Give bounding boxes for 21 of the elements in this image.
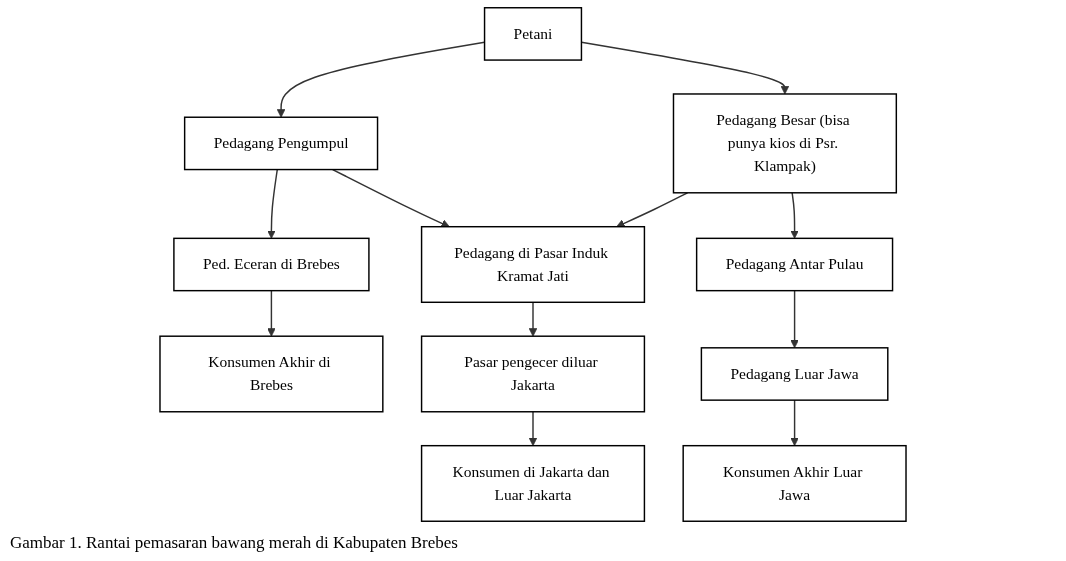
node-box: Pedagang Antar Pulau (695, 237, 894, 292)
arrow (616, 192, 689, 228)
node-box: Pedagang di Pasar Induk Kramat Jati (420, 226, 646, 303)
arrow (790, 399, 799, 447)
node-box: Pasar pengecer diluar Jakarta (420, 335, 646, 413)
arrow (267, 168, 278, 239)
node-box: Petani (483, 7, 583, 61)
node-box: Pedagang Luar Jawa (700, 347, 889, 401)
arrow (790, 289, 799, 349)
arrow (790, 192, 799, 239)
node-box: Konsumen di Jakarta dan Luar Jakarta (420, 444, 646, 522)
node-box: Pedagang Besar (bisa punya kios di Psr. Klampak) (672, 93, 898, 194)
node-box: Pedagang Pengumpul (183, 116, 379, 171)
node-box: Konsumen Akhir Luar Jawa (682, 444, 907, 522)
caption: Gambar 1. Rantai pemasaran bawang merah di Kabupaten Brebes (9, 532, 459, 554)
arrow (528, 301, 538, 337)
arrow (331, 168, 450, 228)
node-box: Ped. Eceran di Brebes (173, 237, 370, 292)
arrow (528, 411, 538, 447)
arrow (267, 289, 276, 337)
node-box: Konsumen Akhir di Brebes (159, 335, 384, 413)
